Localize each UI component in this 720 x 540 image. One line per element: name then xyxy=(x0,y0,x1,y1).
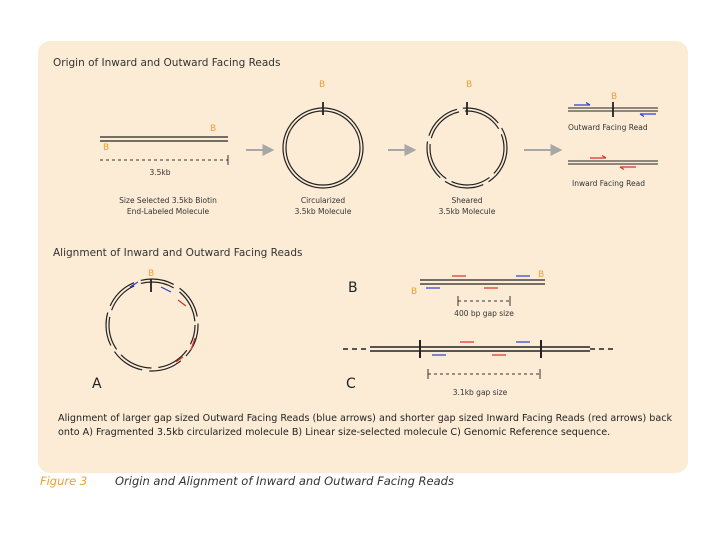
biotin-label: B xyxy=(411,287,417,297)
length-label: 3.5kb xyxy=(149,168,170,177)
biotin-label: B xyxy=(538,270,544,280)
figure-label: Figure 3 xyxy=(40,474,88,488)
sheared-caption: Sheared xyxy=(451,196,482,205)
sheared-molecule xyxy=(426,107,508,189)
circularized-caption: Circularized xyxy=(301,196,346,205)
gap-size-label-large: 3.1kb gap size xyxy=(453,388,508,397)
biotin-label: B xyxy=(611,92,617,102)
mapped-reads-a xyxy=(129,281,196,363)
biotin-label: B xyxy=(466,80,472,90)
circularized-caption: 3.5kb Molecule xyxy=(295,207,352,216)
panel-letter-a: A xyxy=(92,376,102,392)
inward-read-fragment xyxy=(568,154,658,171)
figure-panel xyxy=(38,41,688,473)
figure-caption: Alignment of larger gap sized Outward Fa… xyxy=(58,413,673,438)
fragmented-circle xyxy=(105,278,199,372)
biotin-label: B xyxy=(103,143,109,153)
biotin-label: B xyxy=(148,269,154,279)
linear-molecule xyxy=(100,136,228,142)
biotin-label: B xyxy=(210,124,216,134)
bottom-section-title: Alignment of Inward and Outward Facing R… xyxy=(53,247,303,259)
length-scale xyxy=(100,155,229,165)
panel-letter-b: B xyxy=(348,280,358,296)
outward-read-fragment xyxy=(568,101,658,118)
sheared-caption: 3.5kb Molecule xyxy=(439,207,496,216)
inward-read-label: Inward Facing Read xyxy=(572,179,645,188)
gap-size-label-small: 400 bp gap size xyxy=(454,309,514,318)
circularized-molecule xyxy=(282,102,364,189)
panel-letter-c: C xyxy=(346,376,356,392)
linear-caption: Size Selected 3.5kb Biotin xyxy=(119,196,217,205)
linear-caption: End-Labeled Molecule xyxy=(127,207,210,216)
linear-alignment-b xyxy=(420,275,545,306)
figure-title: Origin and Alignment of Inward and Outwa… xyxy=(115,474,454,488)
biotin-label: B xyxy=(319,80,325,90)
outward-read-label: Outward Facing Read xyxy=(568,123,648,132)
genomic-reference-c xyxy=(343,340,616,379)
top-section-title: Origin of Inward and Outward Facing Read… xyxy=(53,57,280,69)
